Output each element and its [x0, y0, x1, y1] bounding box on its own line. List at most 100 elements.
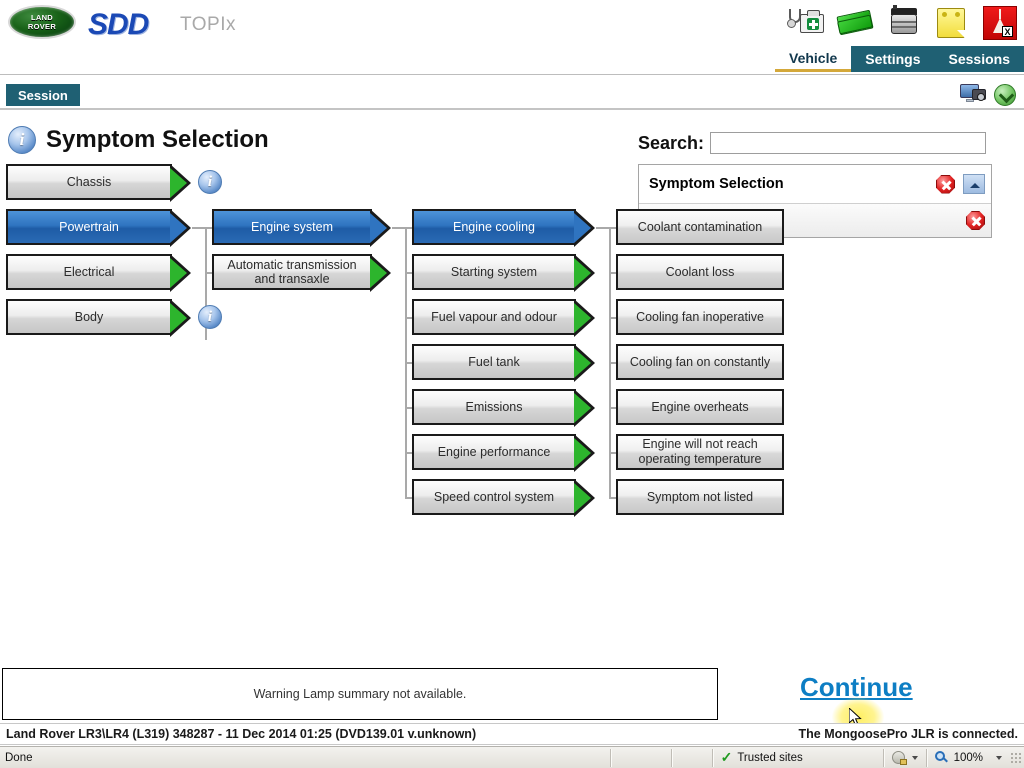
diagnostics-medkit-icon[interactable] — [786, 2, 828, 44]
tree-item-label: Body — [74, 310, 104, 324]
arrow-tip — [574, 254, 595, 292]
monitor-stand-shape — [966, 99, 974, 102]
tree-item-label: Emissions — [465, 400, 523, 414]
tree-item-starting-system[interactable]: Starting system — [412, 254, 595, 292]
symptom-label: Coolant contamination — [637, 219, 763, 234]
continue-button[interactable]: Continue — [800, 672, 913, 702]
warning-lamp-box: Warning Lamp summary not available. — [2, 668, 718, 720]
status-strip: Land Rover LR3\LR4 (L319) 348287 - 11 De… — [0, 723, 1024, 745]
land-rover-logo: LAND ROVER — [8, 5, 76, 39]
chevron-down-icon[interactable] — [911, 755, 918, 760]
yellow-note-icon[interactable] — [930, 2, 972, 44]
tree-item-label: Engine performance — [437, 445, 551, 459]
browser-status-bar: Done ✓ Trusted sites 100% — [0, 746, 1024, 768]
arrow-tip — [170, 299, 191, 337]
tab-settings[interactable]: Settings — [851, 46, 935, 72]
symptom-label: Cooling fan inoperative — [636, 309, 764, 324]
info-icon-chassis[interactable] — [198, 170, 222, 194]
warning-x-badge: X — [1002, 26, 1013, 37]
symptom-engine-overheats[interactable]: Engine overheats — [616, 389, 784, 425]
tree-item-label: Chassis — [66, 175, 112, 189]
red-warning-icon[interactable]: X — [978, 2, 1020, 44]
resize-grip[interactable] — [1010, 751, 1022, 764]
tree-item-electrical[interactable]: Electrical — [6, 254, 191, 292]
logo-line-2: ROVER — [27, 22, 57, 31]
tree-item-engine-cooling[interactable]: Engine cooling — [412, 209, 595, 247]
main-tab-bar: Vehicle Settings Sessions — [775, 46, 1024, 72]
tree-item-fuel-vapour-and-odour[interactable]: Fuel vapour and odour — [412, 299, 595, 337]
panel-title: Symptom Selection — [649, 176, 784, 192]
panel-collapse-icon[interactable] — [963, 174, 985, 194]
tree-item-label: Speed control system — [433, 490, 555, 504]
tree-item-body[interactable]: Body — [6, 299, 191, 337]
logo-line-1: LAND — [30, 13, 54, 22]
warning-antenna-shape — [999, 9, 1001, 19]
tree-item-label: Engine cooling — [452, 220, 535, 234]
status-divider — [925, 748, 927, 767]
panel-header: Symptom Selection — [639, 165, 991, 203]
sdd-logo: SDD — [88, 8, 149, 41]
note-dot-2 — [955, 12, 960, 17]
security-zone-cell[interactable]: ✓ Trusted sites — [713, 748, 883, 768]
topix-label: TOPIx — [180, 14, 236, 35]
battery-grill-icon[interactable] — [882, 2, 924, 44]
arrow-tip — [574, 344, 595, 382]
info-icon — [8, 126, 36, 154]
symptom-engine-will-not-reach-operating-temperature[interactable]: Engine will not reach operating temperat… — [616, 434, 784, 470]
tree-item-engine-performance[interactable]: Engine performance — [412, 434, 595, 472]
connector — [609, 227, 617, 229]
connector — [205, 227, 213, 229]
connector — [609, 272, 617, 274]
info-icon-body[interactable] — [198, 305, 222, 329]
tree-item-label: Engine system — [251, 220, 333, 234]
tree-item-powertrain[interactable]: Powertrain — [6, 209, 191, 247]
symptom-cooling-fan-inoperative[interactable]: Cooling fan inoperative — [616, 299, 784, 335]
protected-mode-cell[interactable] — [884, 748, 926, 768]
arrow-tip — [170, 254, 191, 292]
search-input[interactable] — [710, 132, 987, 154]
tree-item-automatic-transmission-and-transaxle[interactable]: Automatic transmission and transaxle — [212, 254, 391, 292]
arrow-tip — [574, 434, 595, 472]
symptom-coolant-loss[interactable]: Coolant loss — [616, 254, 784, 290]
tab-vehicle[interactable]: Vehicle — [775, 46, 852, 72]
session-tab[interactable]: Session — [6, 84, 80, 106]
device-status-text: The MongoosePro JLR is connected. — [798, 727, 1018, 741]
tree-item-chassis[interactable]: Chassis — [6, 164, 191, 202]
header-icon-bar: X — [786, 2, 1020, 44]
symptom-coolant-contamination-overlay[interactable]: Coolant contamination — [616, 209, 784, 245]
app-header: LAND ROVER SDD TOPIx — [0, 0, 1024, 75]
tree-item-speed-control-system[interactable]: Speed control system — [412, 479, 595, 517]
chevron-down-icon[interactable] — [996, 755, 1002, 760]
connector — [609, 362, 617, 364]
symptom-not-listed[interactable]: Symptom not listed — [616, 479, 784, 515]
connector — [609, 452, 617, 454]
connector — [205, 227, 207, 340]
connector — [609, 317, 617, 319]
status-cell-blank-2 — [672, 748, 712, 768]
tree-item-label: Fuel tank — [468, 355, 520, 369]
green-money-icon[interactable] — [834, 2, 876, 44]
breadcrumb-clear-icon[interactable] — [966, 211, 985, 230]
screenshot-camera-icon[interactable] — [960, 82, 988, 108]
status-cell-blank-1 — [611, 748, 671, 768]
tree-item-fuel-tank[interactable]: Fuel tank — [412, 344, 595, 382]
tree-item-emissions[interactable]: Emissions — [412, 389, 595, 427]
panel-close-icon[interactable] — [936, 174, 955, 194]
connector — [596, 227, 610, 229]
arrow-tip — [370, 209, 391, 247]
magnifier-icon — [934, 750, 949, 765]
zoom-cell[interactable]: 100% — [927, 748, 1010, 768]
tree-item-label: Automatic transmission and transaxle — [227, 258, 357, 286]
connector — [405, 317, 413, 319]
symptom-cooling-fan-on-constantly[interactable]: Cooling fan on constantly — [616, 344, 784, 380]
symptom-label: Symptom not listed — [646, 489, 754, 504]
status-divider — [609, 748, 611, 767]
connector — [609, 407, 617, 409]
tree-item-engine-system[interactable]: Engine system — [212, 209, 391, 247]
refresh-download-icon[interactable] — [994, 84, 1016, 106]
page-title: Symptom Selection — [46, 126, 269, 153]
tab-sessions[interactable]: Sessions — [934, 46, 1024, 72]
arrow-tip — [370, 254, 391, 292]
cross-shape — [807, 18, 819, 30]
